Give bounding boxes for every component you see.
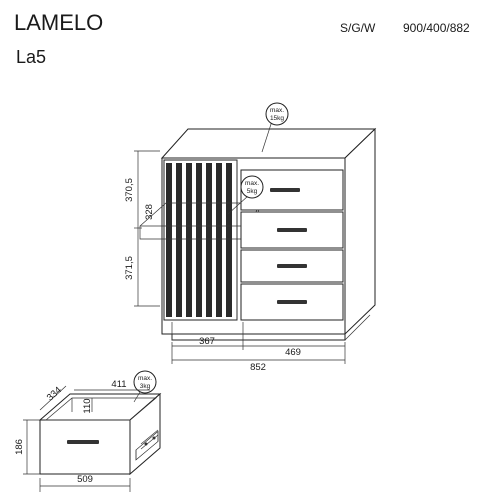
load-top-label: max.	[270, 107, 284, 114]
cabinet-drawing: max. 15kg max. 5kg 370,5 371,5 328 367 4…	[124, 102, 377, 373]
dim-drawer-inner-width: 411	[111, 379, 126, 390]
load-shelf-label: max.	[245, 180, 259, 187]
load-drawer-badge	[133, 370, 157, 394]
load-shelf-badge	[240, 175, 264, 199]
cabinet-height-dims	[134, 150, 160, 307]
dim-drawer-inner-height: 110	[82, 398, 93, 413]
drawer-2-handle	[277, 228, 307, 232]
load-drawer-label: max.	[138, 375, 152, 382]
cabinet-top	[160, 128, 377, 159]
plinth-edge	[344, 314, 371, 341]
drawer-runner-detail	[140, 429, 159, 450]
drawer-width-dim-line	[39, 478, 131, 492]
load-drawer-value: 3kg	[140, 383, 151, 390]
drawer-inner	[45, 397, 157, 421]
drawer-front	[39, 419, 131, 475]
dim-door-width: 367	[199, 336, 215, 347]
dimensions-value: 900/400/882	[403, 21, 470, 35]
drawer-4-handle	[277, 300, 307, 304]
dim-drawer-width: 469	[285, 347, 301, 358]
cabinet-width-dims	[171, 322, 346, 364]
model-code: La5	[16, 47, 46, 67]
dim-drawer-height: 186	[14, 439, 25, 455]
drawer-handle	[67, 440, 99, 444]
dim-drawer-depth: 334	[45, 385, 64, 404]
product-name: LAMELO	[14, 10, 103, 35]
cabinet-plinth	[171, 333, 346, 341]
drawer-runner	[135, 430, 159, 461]
load-top-leader	[261, 120, 273, 153]
dimensions-label: S/G/W	[340, 21, 376, 35]
drawer-drawing: max. 3kg 334 411 110 186 509	[14, 370, 162, 492]
dim-total-width: 852	[250, 362, 266, 373]
load-top-badge	[265, 102, 289, 126]
load-shelf-value: 5kg	[247, 188, 258, 195]
drawer-3-handle	[277, 264, 307, 268]
dim-shelf-depth: 328	[144, 204, 155, 220]
dim-lower-height: 371,5	[124, 256, 135, 280]
load-shelf-leader	[227, 195, 249, 215]
dim-drawer-width: 509	[77, 474, 93, 485]
cabinet-side	[344, 127, 376, 336]
load-drawer-leader	[133, 391, 141, 403]
drawer-height-dim-line	[23, 419, 40, 475]
dim-upper-height: 370,5	[124, 178, 135, 202]
drawer-depth-dim-line	[39, 385, 67, 411]
door-slats	[166, 163, 232, 317]
load-top-value: 15kg	[270, 115, 284, 122]
drawer-1-handle	[270, 188, 300, 192]
